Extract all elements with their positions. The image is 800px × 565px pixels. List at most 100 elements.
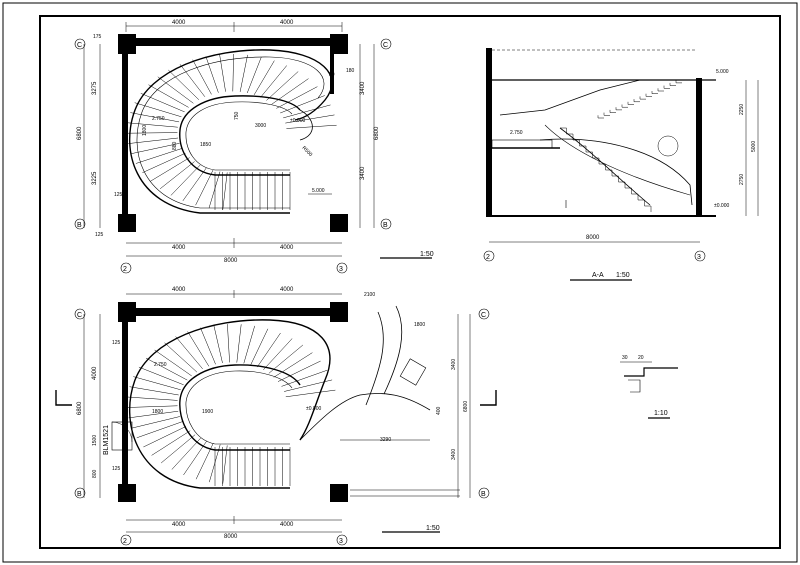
dim-text: 3400	[360, 166, 366, 180]
dim-text: 3400	[451, 449, 457, 460]
tread-line	[179, 64, 206, 97]
tread-line	[266, 71, 299, 101]
dim-text: 20	[638, 355, 644, 361]
dim-text: 1500	[92, 435, 98, 446]
dim-text: 6800	[374, 126, 380, 140]
tread-line	[256, 332, 281, 368]
dim-text: 8000	[224, 258, 238, 264]
svg-text:B: B	[77, 222, 82, 229]
grid-bubble: B	[478, 487, 490, 499]
tread-line	[142, 152, 186, 173]
svg-text:2: 2	[123, 266, 127, 273]
dim-text: 125	[95, 232, 104, 238]
handrail-curve	[539, 138, 693, 206]
svg-text:C: C	[77, 42, 82, 49]
column	[118, 34, 136, 54]
tread-line	[283, 104, 331, 119]
svg-text:2: 2	[123, 538, 127, 545]
dim-text: 4000	[172, 20, 186, 26]
door-rect	[111, 421, 133, 451]
tread-line	[222, 445, 228, 484]
column	[118, 484, 136, 502]
tread-line	[131, 143, 180, 154]
tread-line	[236, 324, 242, 363]
grid-bubble: 3	[694, 250, 706, 262]
section-cut-mark	[55, 390, 72, 406]
dim-text: 30	[329, 72, 335, 78]
dim-text: 750	[234, 111, 240, 120]
scale-label: 1:50	[420, 251, 434, 258]
dim-text: 8000	[224, 534, 238, 540]
dim-text: 1900	[202, 409, 213, 415]
detail-profile	[624, 367, 678, 377]
column	[118, 214, 136, 232]
tread-line	[133, 376, 181, 391]
dim-text: 6800	[463, 401, 469, 412]
lower-plan: BLM1521 4000 4000 4000 4000 8000 4000 15…	[55, 287, 497, 546]
tread-line	[164, 342, 198, 373]
column	[118, 302, 136, 322]
tread-line	[263, 338, 293, 371]
column	[330, 214, 348, 232]
dim-text: 2100	[364, 292, 375, 298]
dim-text: 4000	[280, 522, 294, 528]
tread-line	[227, 324, 230, 363]
inner-border	[39, 15, 781, 549]
tread-line	[268, 344, 304, 374]
grid-bubble: C	[74, 308, 86, 320]
tread-line	[157, 76, 194, 104]
tread-line	[213, 325, 223, 364]
tread-line	[128, 137, 179, 144]
grid-bubble: 3	[336, 262, 348, 274]
tread-line	[128, 410, 179, 419]
door-swing	[111, 421, 133, 443]
dim-text: 175	[93, 34, 102, 40]
svg-text:C: C	[383, 42, 388, 49]
straight-treads	[214, 447, 291, 486]
dim-text: 180	[346, 68, 355, 74]
dim-text: 3400	[360, 81, 366, 95]
tread-line	[154, 349, 192, 377]
tread-line	[140, 93, 185, 113]
level-mark: ±0.000	[306, 406, 321, 412]
svg-text:3: 3	[339, 538, 343, 545]
column	[330, 34, 348, 54]
tread-line	[260, 65, 287, 98]
door-label: BLM1521	[103, 425, 110, 455]
wall-left	[122, 308, 128, 498]
tread-detail: 30 20 1:10	[620, 355, 678, 419]
level-mark: 5.000	[716, 69, 729, 75]
tread-line	[276, 86, 318, 109]
tread-line	[143, 426, 187, 448]
tread-line	[171, 437, 201, 470]
grid-bubble: 2	[120, 534, 132, 546]
scale-label: 1:50	[426, 525, 440, 532]
detail-profile	[628, 379, 641, 393]
section-column	[657, 135, 679, 157]
svg-text:3: 3	[339, 266, 343, 273]
dim-text: 3400	[451, 359, 457, 370]
tread-line	[187, 331, 210, 367]
dim-text: 3290	[380, 437, 391, 443]
tread-line	[273, 352, 313, 378]
tread-line	[126, 132, 178, 134]
svg-text:B: B	[383, 222, 388, 229]
wall-top	[118, 38, 338, 46]
tread-line	[219, 54, 226, 92]
scale-label: 1:10	[654, 410, 668, 417]
upper-plan: 4000 4000 4000 4000 8000 3275 3225 6800 …	[74, 20, 434, 274]
dim-text: 6800	[77, 401, 83, 415]
dim-text: 125	[112, 340, 121, 346]
tread-line	[127, 122, 178, 128]
grid-bubble: B	[380, 218, 392, 230]
tread-line	[222, 172, 228, 210]
tread-line	[280, 95, 325, 114]
tread-line	[286, 124, 337, 129]
dim-text: 1800	[142, 125, 148, 136]
tread-line	[135, 148, 183, 164]
tread-line	[205, 56, 219, 93]
svg-text:B: B	[481, 491, 486, 498]
exterior-curve	[383, 305, 403, 395]
